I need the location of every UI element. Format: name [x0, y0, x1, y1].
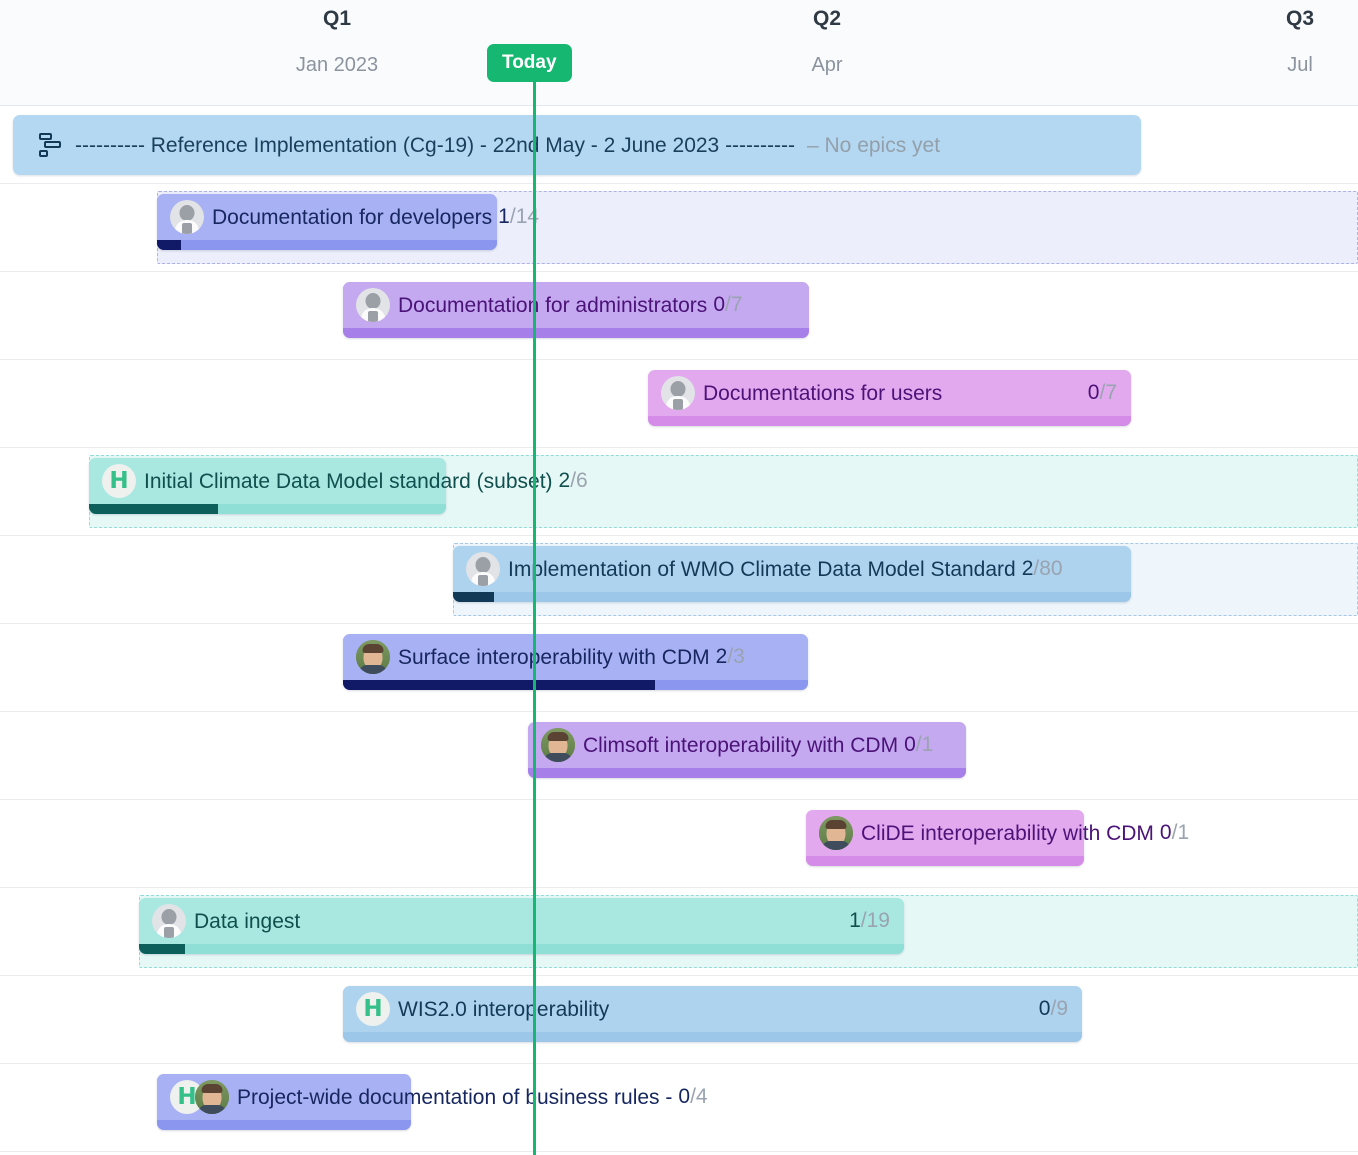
task-count: 0/7	[1039, 370, 1117, 416]
epic-title: ---------- Reference Implementation (Cg-…	[75, 133, 795, 157]
task-count-total: /1	[1171, 821, 1190, 844]
task-bar[interactable]	[157, 1074, 411, 1130]
task-bar-body	[453, 546, 1131, 592]
task-bar[interactable]	[139, 898, 904, 954]
task-count: 0/9	[990, 986, 1068, 1032]
task-progress-track	[343, 328, 809, 338]
today-line	[533, 44, 536, 1155]
task-bar-body	[648, 370, 1131, 416]
task-progress-track	[157, 1120, 411, 1130]
gantt-row[interactable]: Implementation of WMO Climate Data Model…	[0, 536, 1358, 624]
task-progress-fill	[157, 240, 181, 250]
task-bar-body	[157, 194, 497, 240]
epic-bar[interactable]: ---------- Reference Implementation (Cg-…	[13, 115, 1141, 175]
quarter-month: Jul	[1287, 54, 1313, 76]
task-bar[interactable]	[528, 722, 966, 778]
task-bar[interactable]	[343, 282, 809, 338]
task-progress-track	[343, 680, 808, 690]
task-bar-body	[89, 458, 446, 504]
today-marker-pill[interactable]: Today	[487, 44, 572, 82]
task-bar[interactable]	[157, 194, 497, 250]
task-progress-track	[343, 1032, 1082, 1042]
task-progress-fill	[139, 944, 185, 954]
task-progress-fill	[453, 592, 494, 602]
quarter-label: Q3	[1285, 7, 1314, 30]
task-progress-track	[89, 504, 446, 514]
task-count-total: /9	[1050, 997, 1068, 1020]
task-count-done: 1	[849, 909, 861, 932]
task-bar-body	[157, 1074, 411, 1120]
quarter-month: Jan 2023	[295, 54, 379, 76]
task-count: 0/4	[678, 1085, 707, 1109]
quarter-label: Q1	[322, 7, 351, 30]
task-bar[interactable]	[453, 546, 1131, 602]
task-bar-body	[139, 898, 904, 944]
quarter-month: Apr	[811, 54, 843, 76]
task-progress-track	[157, 240, 497, 250]
task-bar[interactable]	[648, 370, 1131, 426]
task-progress-track	[139, 944, 904, 954]
task-count: 0/1	[1160, 821, 1189, 845]
task-progress-track	[806, 856, 1084, 866]
task-count-done: 0	[1159, 821, 1172, 844]
task-count-total: /4	[690, 1085, 708, 1108]
task-count-done: 0	[678, 1085, 691, 1108]
task-bar-body	[528, 722, 966, 768]
task-count-total: /19	[860, 909, 890, 932]
task-progress-track	[528, 768, 966, 778]
task-bar-body	[343, 282, 809, 328]
epic-row[interactable]: ---------- Reference Implementation (Cg-…	[0, 106, 1358, 184]
task-progress-fill	[89, 504, 218, 514]
quarter-label: Q2	[812, 7, 841, 30]
gantt-chart-icon	[37, 133, 63, 157]
epic-subtitle: – No epics yet	[807, 133, 941, 157]
task-count-done: 0	[1038, 997, 1051, 1020]
task-count-done: 0	[1087, 381, 1100, 404]
task-bar[interactable]	[343, 634, 808, 690]
task-progress-fill	[343, 680, 655, 690]
task-bar-body	[806, 810, 1084, 856]
task-count: 1/19	[812, 898, 890, 944]
task-progress-track	[648, 416, 1131, 426]
task-bar-body	[343, 634, 808, 680]
task-count-total: /7	[1099, 381, 1117, 404]
task-bar[interactable]	[343, 986, 1082, 1042]
task-bar[interactable]	[89, 458, 446, 514]
task-bar[interactable]	[806, 810, 1084, 866]
task-progress-track	[453, 592, 1131, 602]
task-bar-body	[343, 986, 1082, 1032]
